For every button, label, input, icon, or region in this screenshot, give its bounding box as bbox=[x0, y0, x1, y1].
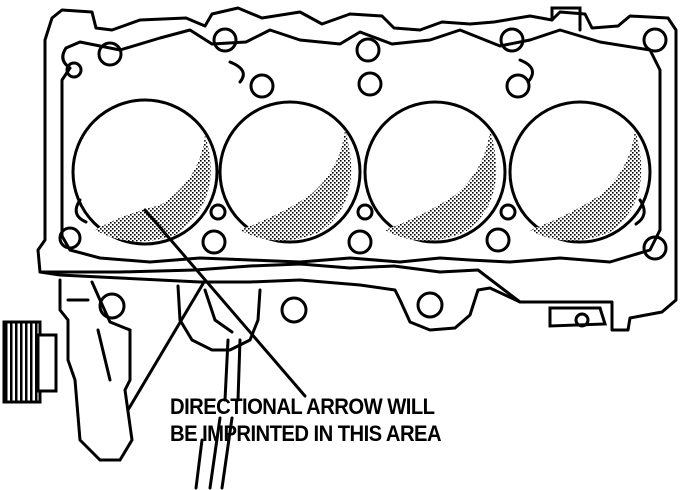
leader-line-1 bbox=[143, 208, 307, 398]
callout-line-2: BE IMPRINTED IN THIS AREA bbox=[170, 421, 442, 446]
block-skirt-outline bbox=[38, 270, 522, 332]
timing-pulley bbox=[2, 320, 42, 404]
callout-line-1: DIRECTIONAL ARROW WILL bbox=[170, 394, 435, 419]
cylinder-bore-1 bbox=[71, 98, 219, 246]
cylinder-bore-2 bbox=[218, 100, 362, 244]
cylinder-bore-4 bbox=[508, 100, 652, 244]
directional-arrow-callout: DIRECTIONAL ARROW WILL BE IMPRINTED IN T… bbox=[170, 393, 474, 447]
block-deck-outline bbox=[36, 6, 678, 332]
leader-line-2 bbox=[126, 280, 206, 412]
cylinder-bore-3 bbox=[363, 100, 507, 244]
gasket-contour bbox=[60, 28, 662, 264]
